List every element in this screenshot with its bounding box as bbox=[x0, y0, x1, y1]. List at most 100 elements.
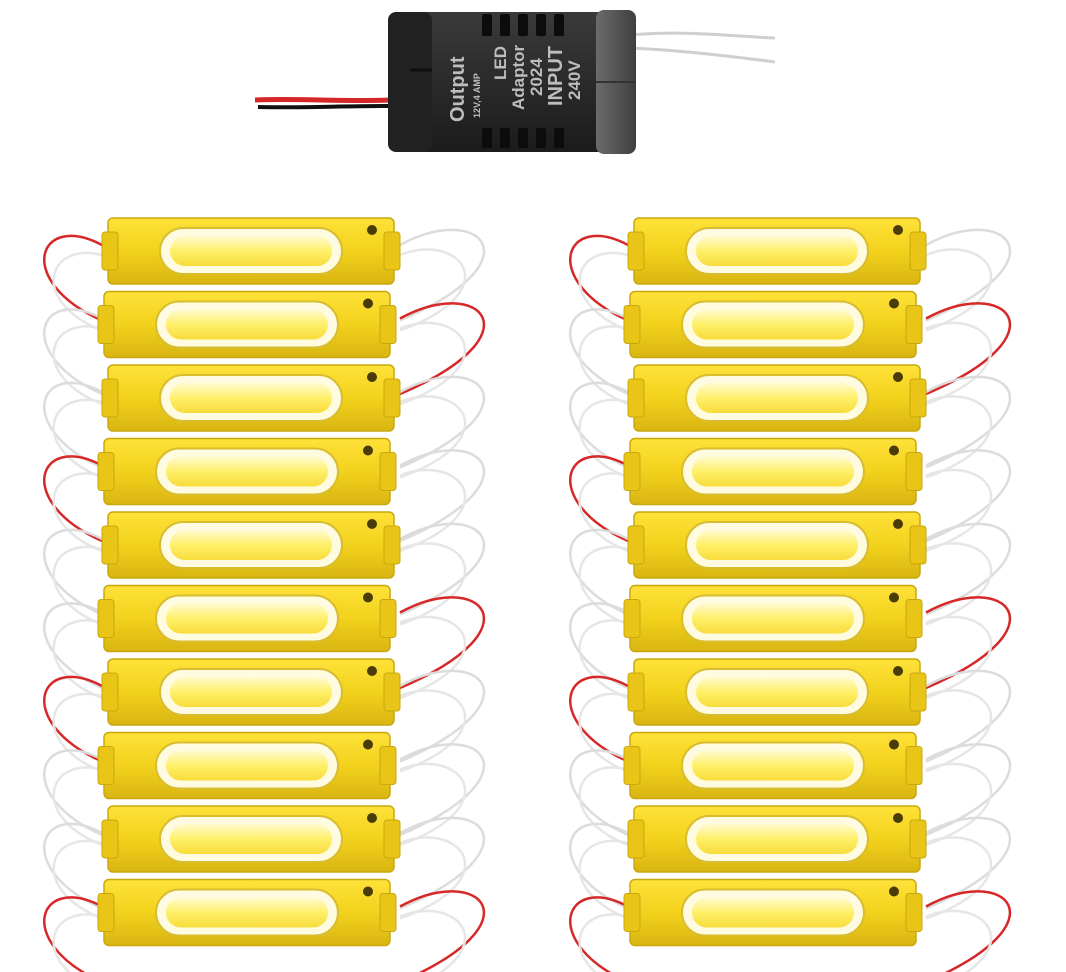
led-module bbox=[97, 584, 397, 653]
adaptor-label-input: INPUT bbox=[545, 46, 567, 106]
module-end-tab bbox=[101, 231, 119, 271]
led-module-column-left bbox=[43, 217, 486, 972]
module-end-tab bbox=[623, 452, 641, 491]
module-wire-left bbox=[43, 749, 103, 837]
module-wire-right bbox=[399, 248, 467, 332]
module-wire-right bbox=[925, 395, 993, 479]
module-end-tab bbox=[909, 378, 927, 418]
module-wire-left bbox=[52, 692, 103, 773]
module-wire-right bbox=[399, 615, 467, 700]
led-strip bbox=[166, 309, 328, 340]
module-wire-right bbox=[399, 816, 486, 910]
module-end-tab bbox=[627, 525, 645, 565]
led-module bbox=[623, 878, 923, 947]
mount-hole bbox=[893, 666, 903, 676]
module-wire-right bbox=[399, 836, 467, 920]
module-end-tab bbox=[379, 599, 397, 638]
led-module bbox=[623, 290, 923, 359]
module-wire-right bbox=[399, 468, 467, 553]
module-wire-right bbox=[925, 669, 1012, 763]
module-end-tab bbox=[383, 672, 401, 712]
adaptor-output-wire-black bbox=[257, 104, 393, 110]
mount-hole bbox=[889, 592, 899, 603]
module-wire-left bbox=[52, 472, 103, 553]
mount-hole bbox=[367, 666, 377, 676]
mount-hole bbox=[889, 739, 899, 750]
led-module bbox=[627, 805, 927, 873]
module-end-tab bbox=[97, 746, 115, 785]
led-strip bbox=[696, 383, 858, 413]
module-wire-left bbox=[569, 308, 629, 396]
led-module bbox=[97, 437, 397, 506]
module-wire-left bbox=[43, 455, 103, 543]
led-adaptor: Output 12V,4 AMP LED Adaptor 2024 INPUT … bbox=[254, 10, 776, 154]
led-module bbox=[627, 217, 927, 285]
module-wire-left bbox=[43, 822, 103, 910]
module-wire-right bbox=[925, 522, 1012, 616]
module-wire-left bbox=[52, 545, 103, 626]
module-end-tab bbox=[623, 893, 641, 932]
module-wire-left bbox=[578, 839, 629, 920]
mount-hole bbox=[889, 886, 899, 897]
adaptor-left-bracket bbox=[388, 12, 432, 152]
adaptor-body bbox=[388, 12, 616, 152]
module-wire-right bbox=[925, 909, 993, 972]
module-wire-right bbox=[925, 596, 1012, 690]
module-wire-right bbox=[399, 375, 486, 469]
module-end-tab bbox=[909, 525, 927, 565]
module-wire-left bbox=[43, 234, 103, 322]
led-module bbox=[101, 658, 401, 726]
module-wire-left bbox=[52, 913, 103, 972]
module-end-tab bbox=[623, 599, 641, 638]
adaptor-label-led: LED bbox=[491, 46, 510, 80]
module-end-tab bbox=[383, 525, 401, 565]
module-end-tab bbox=[905, 305, 923, 344]
module-wire-right bbox=[925, 248, 993, 332]
module-wire-right bbox=[925, 375, 1012, 469]
led-module bbox=[627, 364, 927, 432]
module-end-tab bbox=[379, 893, 397, 932]
module-wire-right bbox=[399, 743, 486, 837]
adaptor-output-title: Output bbox=[447, 56, 469, 122]
module-wire-left bbox=[52, 619, 103, 700]
module-wire-left bbox=[569, 455, 629, 543]
led-module bbox=[101, 364, 401, 432]
module-wire-left bbox=[578, 325, 629, 406]
module-wire-left bbox=[52, 325, 103, 406]
led-strip bbox=[692, 750, 854, 781]
module-wire-left bbox=[52, 398, 103, 479]
led-module bbox=[101, 511, 401, 579]
led-strip bbox=[692, 603, 854, 634]
module-wire-right bbox=[925, 449, 1012, 543]
module-end-tab bbox=[905, 746, 923, 785]
module-end-tab bbox=[97, 305, 115, 344]
module-end-tab bbox=[623, 746, 641, 785]
module-end-tab bbox=[97, 452, 115, 491]
adaptor-output-spec: 12V,4 AMP bbox=[472, 73, 482, 118]
module-wire-left bbox=[578, 913, 629, 972]
module-wire-left bbox=[52, 839, 103, 920]
led-strip bbox=[170, 824, 332, 854]
module-wire-right bbox=[399, 395, 467, 479]
mount-hole bbox=[889, 298, 899, 309]
module-end-tab bbox=[623, 305, 641, 344]
module-end-tab bbox=[379, 305, 397, 344]
module-wire-left bbox=[43, 896, 103, 972]
module-wire-right bbox=[925, 762, 993, 847]
led-strip bbox=[696, 677, 858, 707]
module-end-tab bbox=[383, 231, 401, 271]
module-end-tab bbox=[627, 819, 645, 859]
mount-hole bbox=[363, 886, 373, 897]
led-module bbox=[97, 731, 397, 800]
module-wire-left bbox=[52, 766, 103, 847]
led-module bbox=[627, 658, 927, 726]
module-wire-left bbox=[578, 692, 629, 773]
mount-hole bbox=[893, 225, 903, 235]
module-wire-right bbox=[925, 321, 993, 406]
module-wire-left bbox=[578, 766, 629, 847]
module-wire-right bbox=[925, 743, 1012, 837]
led-strip bbox=[166, 456, 328, 487]
module-end-tab bbox=[909, 231, 927, 271]
module-wire-left bbox=[569, 234, 629, 322]
led-strip bbox=[166, 750, 328, 781]
